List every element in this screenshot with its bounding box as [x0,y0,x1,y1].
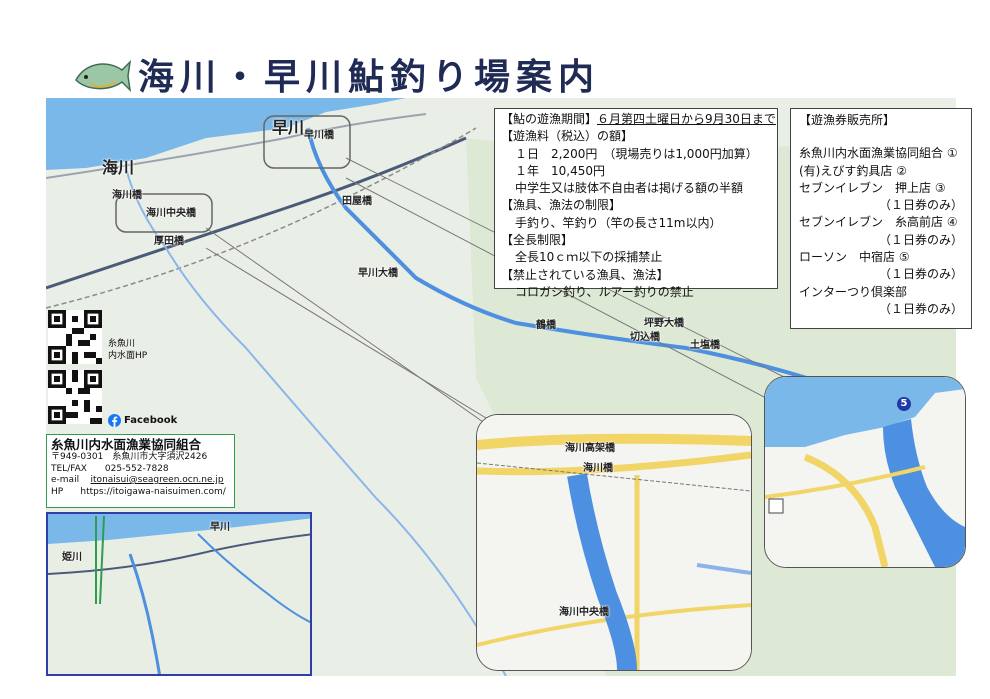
seller-note: （１日券のみ） [878,267,963,282]
label-tsubono: 坪野大橋 [644,318,684,329]
label-hayakawa-bridge: 早川橋 [304,130,334,141]
inset-a-label-chuo: 海川中央橋 [559,607,609,618]
inset-b-canvas [765,377,965,567]
inset-a-label-koka: 海川高架橋 [565,443,615,454]
label-umikawa-chuo: 海川中央橋 [146,208,196,219]
inset-a-label-umikawa-bridge: 海川橋 [583,463,613,474]
label-taza: 田屋橋 [342,196,372,207]
label-hayakawa: 早川 [272,118,305,137]
gear-value: 手釣り、竿釣り（竿の長さ11m以内） [515,215,722,230]
season-value: ６月第四土曜日から9月30日まで [597,112,776,126]
overview-canvas [48,514,310,674]
fee-day: １日 2,200円 （現場売りは1,000円加算） [515,146,758,161]
email-label: e-mail [51,475,80,485]
facebook-icon [108,414,121,427]
facebook-link[interactable]: Facebook [108,414,177,427]
banned-label: 【禁止されている漁具、漁法】 [501,267,669,282]
seller-item: ローソン 中宿店 ⑤ [799,250,910,265]
label-umikawa-bridge: 海川橋 [112,190,142,201]
label-tsurugi: 鶴橋 [536,320,556,331]
org-name: 糸魚川内水面漁業協同組合 [51,437,202,452]
overview-map[interactable]: 早川 姫川 [46,512,312,676]
seller-item: セブンイレブン 押上店 ③ [799,180,946,195]
facebook-qr-code[interactable] [48,370,102,424]
contact-box: 糸魚川内水面漁業協同組合 〒949-0301 糸魚川市大字須沢2426 TEL/… [46,434,235,508]
banned-value: コロガシ釣り、ルアー釣りの禁止 [515,284,694,299]
sea [46,98,406,170]
shop-5-marker[interactable]: 5 [897,397,911,411]
seller-note: （１日券のみ） [878,232,963,247]
fee-note: 中学生又は肢体不自由者は掲げる額の半額 [515,181,744,196]
hp-qr-code[interactable] [48,310,102,364]
email-link[interactable]: itonaisui@seagreen.ocn.ne.jp [90,475,224,485]
label-kirikomi: 切込橋 [630,332,660,343]
gear-label: 【漁具、漁法の制限】 [501,198,622,213]
umikawa-river [125,167,507,676]
hp-link[interactable]: https://itoigawa-naisuimen.com/ [80,486,226,497]
label-hayakawa-ohashi: 早川大橋 [358,268,398,279]
tel-fax: TEL/FAX 025-552-7828 [51,463,169,474]
seller-item: 糸魚川内水面漁業協同組合 ① [799,146,958,161]
address: 〒949-0301 糸魚川市大字須沢2426 [51,452,208,462]
inset-a-canvas [477,415,751,670]
sellers-heading: 【遊漁券販売所】 [799,113,896,127]
hp-qr-label: 糸魚川 内水面HP [108,339,148,361]
fee-year: １年 10,450円 [515,163,605,178]
inset-map-hayakawa-mouth[interactable]: 5 [764,376,966,568]
length-label: 【全長制限】 [501,233,574,248]
seller-note: （１日券のみ） [878,301,963,316]
inset-map-umikawa[interactable]: 海川高架橋 海川橋 海川中央橋 [476,414,752,671]
ticket-sellers-box: 【遊漁券販売所】 糸魚川内水面漁業協同組合 ① (有)えびす釣具店 ② セブンイ… [790,108,972,329]
fish-icon [75,59,132,93]
facebook-label: Facebook [124,415,178,426]
fishing-rules-box: 【鮎の遊漁期間】６月第四土曜日から9月30日まで 【遊漁料（税込）の額】 １日 … [494,108,778,299]
coastal-road [46,113,427,179]
label-dobashi: 土塩橋 [690,340,720,351]
fee-label: 【遊漁料（税込）の額】 [501,129,634,144]
seller-note: （１日券のみ） [878,198,963,213]
season-label: 【鮎の遊漁期間】 [501,112,598,126]
overview-label-himekawa: 姫川 [62,552,82,563]
label-atsugi: 厚田橋 [154,236,184,247]
length-value: 全長10ｃｍ以下の採捕禁止 [515,250,663,265]
seller-item: (有)えびす釣具店 ② [799,163,907,178]
seller-item: インターつり倶楽部 [799,284,908,299]
label-umikawa: 海川 [102,158,135,177]
page-title: 海川・早川鮎釣り場案内 [138,56,601,98]
seller-item: セブンイレブン 糸高前店 ④ [799,215,958,230]
highway [46,136,467,290]
overview-label-hayakawa: 早川 [210,522,230,533]
rail [46,127,477,309]
hp-label: HP [51,486,64,497]
